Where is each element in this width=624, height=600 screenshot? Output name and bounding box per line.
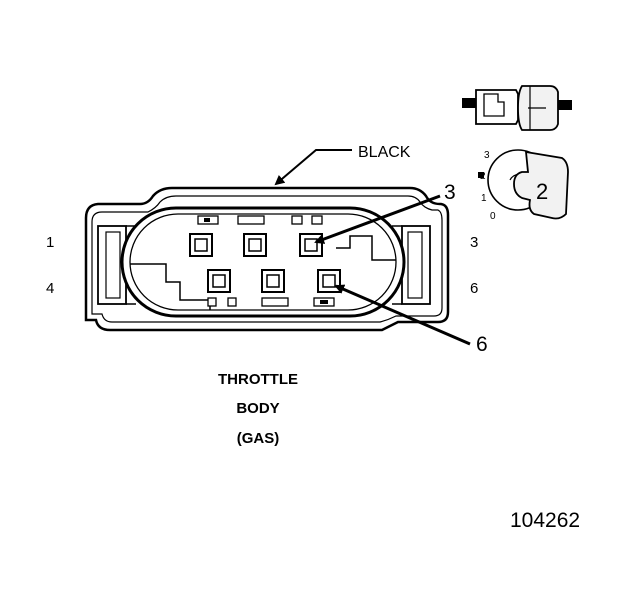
pin-cavity-6 xyxy=(317,269,341,293)
caption-line-1: THROTTLE xyxy=(218,371,298,388)
caption-line-3: (GAS) xyxy=(237,430,280,447)
pin3-callout-arrow xyxy=(314,194,441,244)
color-leader-line xyxy=(274,149,352,186)
key-profile-right xyxy=(336,235,396,261)
pin-number-right-top: 3 xyxy=(470,234,478,251)
bottom-slots xyxy=(207,297,335,307)
right-latch xyxy=(392,225,431,305)
pin6-callout-arrow xyxy=(334,284,471,346)
pin-cavity-4 xyxy=(207,269,231,293)
pin6-callout-label: 6 xyxy=(476,333,488,356)
figure-number: 104262 xyxy=(510,509,580,532)
caption-line-2: BODY xyxy=(236,400,279,417)
connector-housing-inner-edge xyxy=(91,195,443,323)
pin-cavity-3 xyxy=(299,233,323,257)
top-slots xyxy=(197,215,323,225)
key-position-2: 2 xyxy=(480,171,486,182)
key-position-1: 1 xyxy=(481,193,487,204)
key-position-0: 0 xyxy=(490,211,496,222)
pin-cavity-5 xyxy=(261,269,285,293)
connector-color-label: BLACK xyxy=(358,144,411,161)
pin-cavity-2 xyxy=(243,233,267,257)
connector-face-inner xyxy=(129,213,397,311)
pin-cavity-1 xyxy=(189,233,213,257)
key-position-value: 2 xyxy=(536,179,548,204)
mating-connector-icon xyxy=(462,85,572,131)
pin-number-left-top: 1 xyxy=(46,234,54,251)
pin-number-right-bottom: 6 xyxy=(470,280,478,297)
key-position-3: 3 xyxy=(484,150,490,161)
key-position-icon xyxy=(478,149,569,220)
pin3-callout-label: 3 xyxy=(444,181,456,204)
pin-number-left-bottom: 4 xyxy=(46,280,54,297)
